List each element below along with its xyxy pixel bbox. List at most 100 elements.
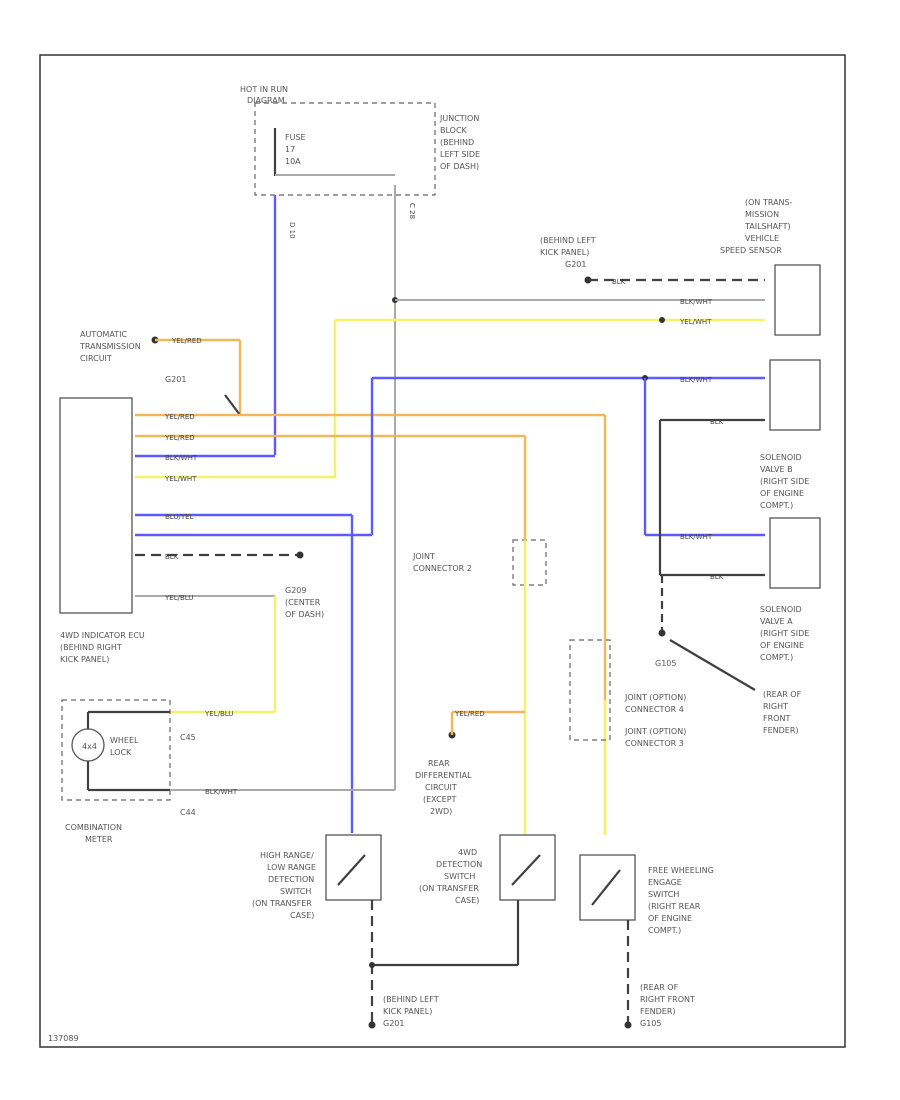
speed-sensor-label-3: TAILSHAFT) bbox=[744, 222, 791, 231]
fuse-label-2: 17 bbox=[285, 145, 295, 154]
junction-block-label-4: LEFT SIDE bbox=[440, 150, 480, 159]
joint-connector-3-label-1: JOINT (OPTION) bbox=[624, 727, 686, 736]
combination-meter-box bbox=[61, 699, 171, 801]
svg-text:BLK/WHT: BLK/WHT bbox=[680, 533, 713, 541]
svg-text:BLK/WHT: BLK/WHT bbox=[165, 454, 198, 462]
joint-connector-4-label-1: JOINT (OPTION) bbox=[624, 693, 686, 702]
combination-meter-label-2: METER bbox=[85, 835, 113, 844]
svg-text:BLK: BLK bbox=[710, 573, 724, 581]
svg-text:YEL/WHT: YEL/WHT bbox=[679, 318, 712, 326]
hi-lo-switch-label-2: LOW RANGE bbox=[267, 863, 316, 872]
solenoid-a-label-4: OF ENGINE bbox=[760, 641, 804, 650]
joint-connector-4-label-2: CONNECTOR 4 bbox=[625, 705, 684, 714]
solenoid-a-box bbox=[769, 517, 821, 589]
joint-connector-2-label-2: CONNECTOR 2 bbox=[413, 564, 472, 573]
hot-in-run-label: HOT IN RUN bbox=[240, 85, 288, 94]
awd-ecu-label-2: (BEHIND RIGHT bbox=[60, 643, 122, 652]
diagram-border bbox=[39, 54, 846, 1048]
solenoid-b-label-5: COMPT.) bbox=[760, 501, 793, 510]
fuse-label-3: 10A bbox=[285, 157, 301, 166]
joint-connector-2-box bbox=[512, 539, 547, 586]
rear-fender-top-label-4: FENDER) bbox=[763, 726, 799, 735]
awd-ecu-box bbox=[59, 397, 133, 614]
hot-in-run-box bbox=[254, 102, 436, 196]
g209-label-2: (CENTER bbox=[285, 598, 321, 607]
solenoid-b-label-3: (RIGHT SIDE bbox=[760, 477, 809, 486]
solenoid-b-label-2: VALVE B bbox=[760, 465, 793, 474]
hi-lo-switch-label-5: (ON TRANSFER bbox=[252, 899, 312, 908]
kick-panel-top-label-2: KICK PANEL) bbox=[540, 248, 589, 257]
auto-trans-label-2: TRANSMISSION bbox=[79, 342, 141, 351]
svg-text:BLK/WHT: BLK/WHT bbox=[680, 376, 713, 384]
fuse-label-1: FUSE bbox=[285, 133, 306, 142]
solenoid-a-label-2: VALVE A bbox=[760, 617, 793, 626]
g201-splice-label: G201 bbox=[165, 375, 186, 384]
kick-panel-top-label-3: G201 bbox=[565, 260, 586, 269]
fourwd-switch-label-2: DETECTION bbox=[436, 860, 482, 869]
rear-fender-bottom-label-3: FENDER) bbox=[640, 1007, 676, 1016]
svg-text:D 10: D 10 bbox=[288, 222, 296, 239]
svg-text:YEL/RED: YEL/RED bbox=[454, 710, 485, 718]
junction-block-label-3: (BEHIND bbox=[440, 138, 474, 147]
wheel-lock-label-1: WHEEL bbox=[110, 736, 139, 745]
kick-panel-bottom-label-3: G201 bbox=[383, 1019, 404, 1028]
rear-fender-bottom-label-4: G105 bbox=[640, 1019, 661, 1028]
svg-text:BLK/WHT: BLK/WHT bbox=[205, 788, 238, 796]
rear-fender-top-label-1: (REAR OF bbox=[763, 690, 802, 699]
c44-label: C44 bbox=[180, 808, 196, 817]
rear-diff-label-2: DIFFERENTIAL bbox=[415, 771, 472, 780]
kick-panel-bottom-label-1: (BEHIND LEFT bbox=[383, 995, 439, 1004]
rear-fender-bottom-label-2: RIGHT FRONT bbox=[640, 995, 695, 1004]
solenoid-a-label-3: (RIGHT SIDE bbox=[760, 629, 809, 638]
fw-switch-label-3: SWITCH bbox=[648, 890, 679, 899]
hi-lo-switch-label-4: SWITCH bbox=[280, 887, 311, 896]
solenoid-a-label-1: SOLENOID bbox=[760, 605, 802, 614]
solenoid-b-label-1: SOLENOID bbox=[760, 453, 802, 462]
solenoid-b-label-4: OF ENGINE bbox=[760, 489, 804, 498]
fourwd-switch-label-5: CASE) bbox=[455, 896, 479, 905]
rear-diff-label-5: 2WD) bbox=[430, 807, 452, 816]
hot-in-run-sub-label: DIAGRAM bbox=[247, 96, 285, 105]
awd-ecu-label-1: 4WD INDICATOR ECU bbox=[60, 631, 145, 640]
svg-text:YEL/RED: YEL/RED bbox=[164, 413, 195, 421]
combination-meter-label-1: COMBINATION bbox=[65, 823, 122, 832]
fourwd-switch-label-1: 4WD bbox=[458, 848, 477, 857]
free-wheeling-switch-box bbox=[579, 854, 636, 921]
svg-text:BLK: BLK bbox=[165, 553, 179, 561]
svg-text:YEL/RED: YEL/RED bbox=[164, 434, 195, 442]
svg-text:BLU/YEL: BLU/YEL bbox=[165, 513, 194, 521]
speed-sensor-box bbox=[774, 264, 821, 336]
junction-block-label-5: OF DASH) bbox=[440, 162, 479, 171]
svg-text:YEL/WHT: YEL/WHT bbox=[164, 475, 197, 483]
kick-panel-top-label-1: (BEHIND LEFT bbox=[540, 236, 596, 245]
joint-connector-3-label-2: CONNECTOR 3 bbox=[625, 739, 684, 748]
fourwd-switch-label-4: (ON TRANSFER bbox=[419, 884, 479, 893]
svg-text:BLK: BLK bbox=[710, 418, 724, 426]
junction-block-label-1: JUNCTION bbox=[439, 114, 479, 123]
svg-text:YEL/BLU: YEL/BLU bbox=[204, 710, 233, 718]
joint-connector-2-label-1: JOINT bbox=[412, 552, 435, 561]
speed-sensor-label-4: VEHICLE bbox=[745, 234, 779, 243]
svg-text:4x4: 4x4 bbox=[82, 742, 97, 751]
rear-fender-top-label-3: FRONT bbox=[763, 714, 790, 723]
fw-switch-label-4: (RIGHT REAR bbox=[648, 902, 701, 911]
svg-text:C 28: C 28 bbox=[408, 203, 416, 219]
rear-diff-label-3: CIRCUIT bbox=[425, 783, 457, 792]
junction-block-label-2: BLOCK bbox=[440, 126, 468, 135]
svg-text:YEL/RED: YEL/RED bbox=[171, 337, 202, 345]
hi-lo-switch-label-6: CASE) bbox=[290, 911, 314, 920]
fw-switch-label-6: COMPT.) bbox=[648, 926, 681, 935]
solenoid-a-label-5: COMPT.) bbox=[760, 653, 793, 662]
g105-label: G105 bbox=[655, 659, 676, 668]
c45-label: C45 bbox=[180, 733, 196, 742]
joint-connectors-box bbox=[569, 639, 611, 741]
auto-trans-label-1: AUTOMATIC bbox=[80, 330, 128, 339]
auto-trans-label-3: CIRCUIT bbox=[80, 354, 112, 363]
fw-switch-label-1: FREE WHEELING bbox=[648, 866, 714, 875]
svg-text:BLK/WHT: BLK/WHT bbox=[680, 298, 713, 306]
svg-text:YEL/BLU: YEL/BLU bbox=[164, 594, 193, 602]
rear-diff-label-4: (EXCEPT bbox=[423, 795, 457, 804]
solenoid-b-box bbox=[769, 359, 821, 431]
speed-sensor-label-1: (ON TRANS- bbox=[745, 198, 793, 207]
